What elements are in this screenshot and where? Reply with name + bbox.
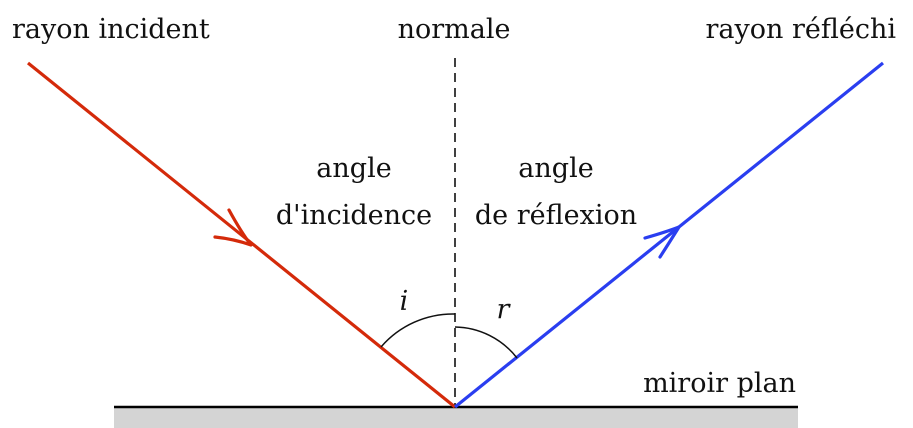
angle-r-label: r bbox=[497, 294, 512, 325]
incidence-angle-label-line1: angle bbox=[316, 153, 391, 184]
incident-ray bbox=[26, 61, 457, 409]
normal-label: normale bbox=[398, 14, 511, 45]
angle-r-arc bbox=[454, 326, 518, 359]
incident-ray-label: rayon incident bbox=[12, 14, 210, 45]
mirror-surface bbox=[114, 407, 798, 428]
reflection-angle-label-line1: angle bbox=[518, 153, 593, 184]
reflection-angle-label-line2: de réflexion bbox=[475, 200, 637, 231]
angle-i-label: i bbox=[400, 286, 409, 317]
incident-ray-arrowhead bbox=[213, 208, 253, 247]
mirror-label: miroir plan bbox=[643, 368, 796, 399]
reflected-ray bbox=[453, 61, 885, 409]
reflected-ray-arrowhead bbox=[643, 225, 681, 259]
reflected-ray-label: rayon réfléchi bbox=[705, 14, 896, 45]
incidence-angle-label-line2: d'incidence bbox=[276, 200, 432, 231]
angle-i-arc bbox=[380, 313, 456, 348]
